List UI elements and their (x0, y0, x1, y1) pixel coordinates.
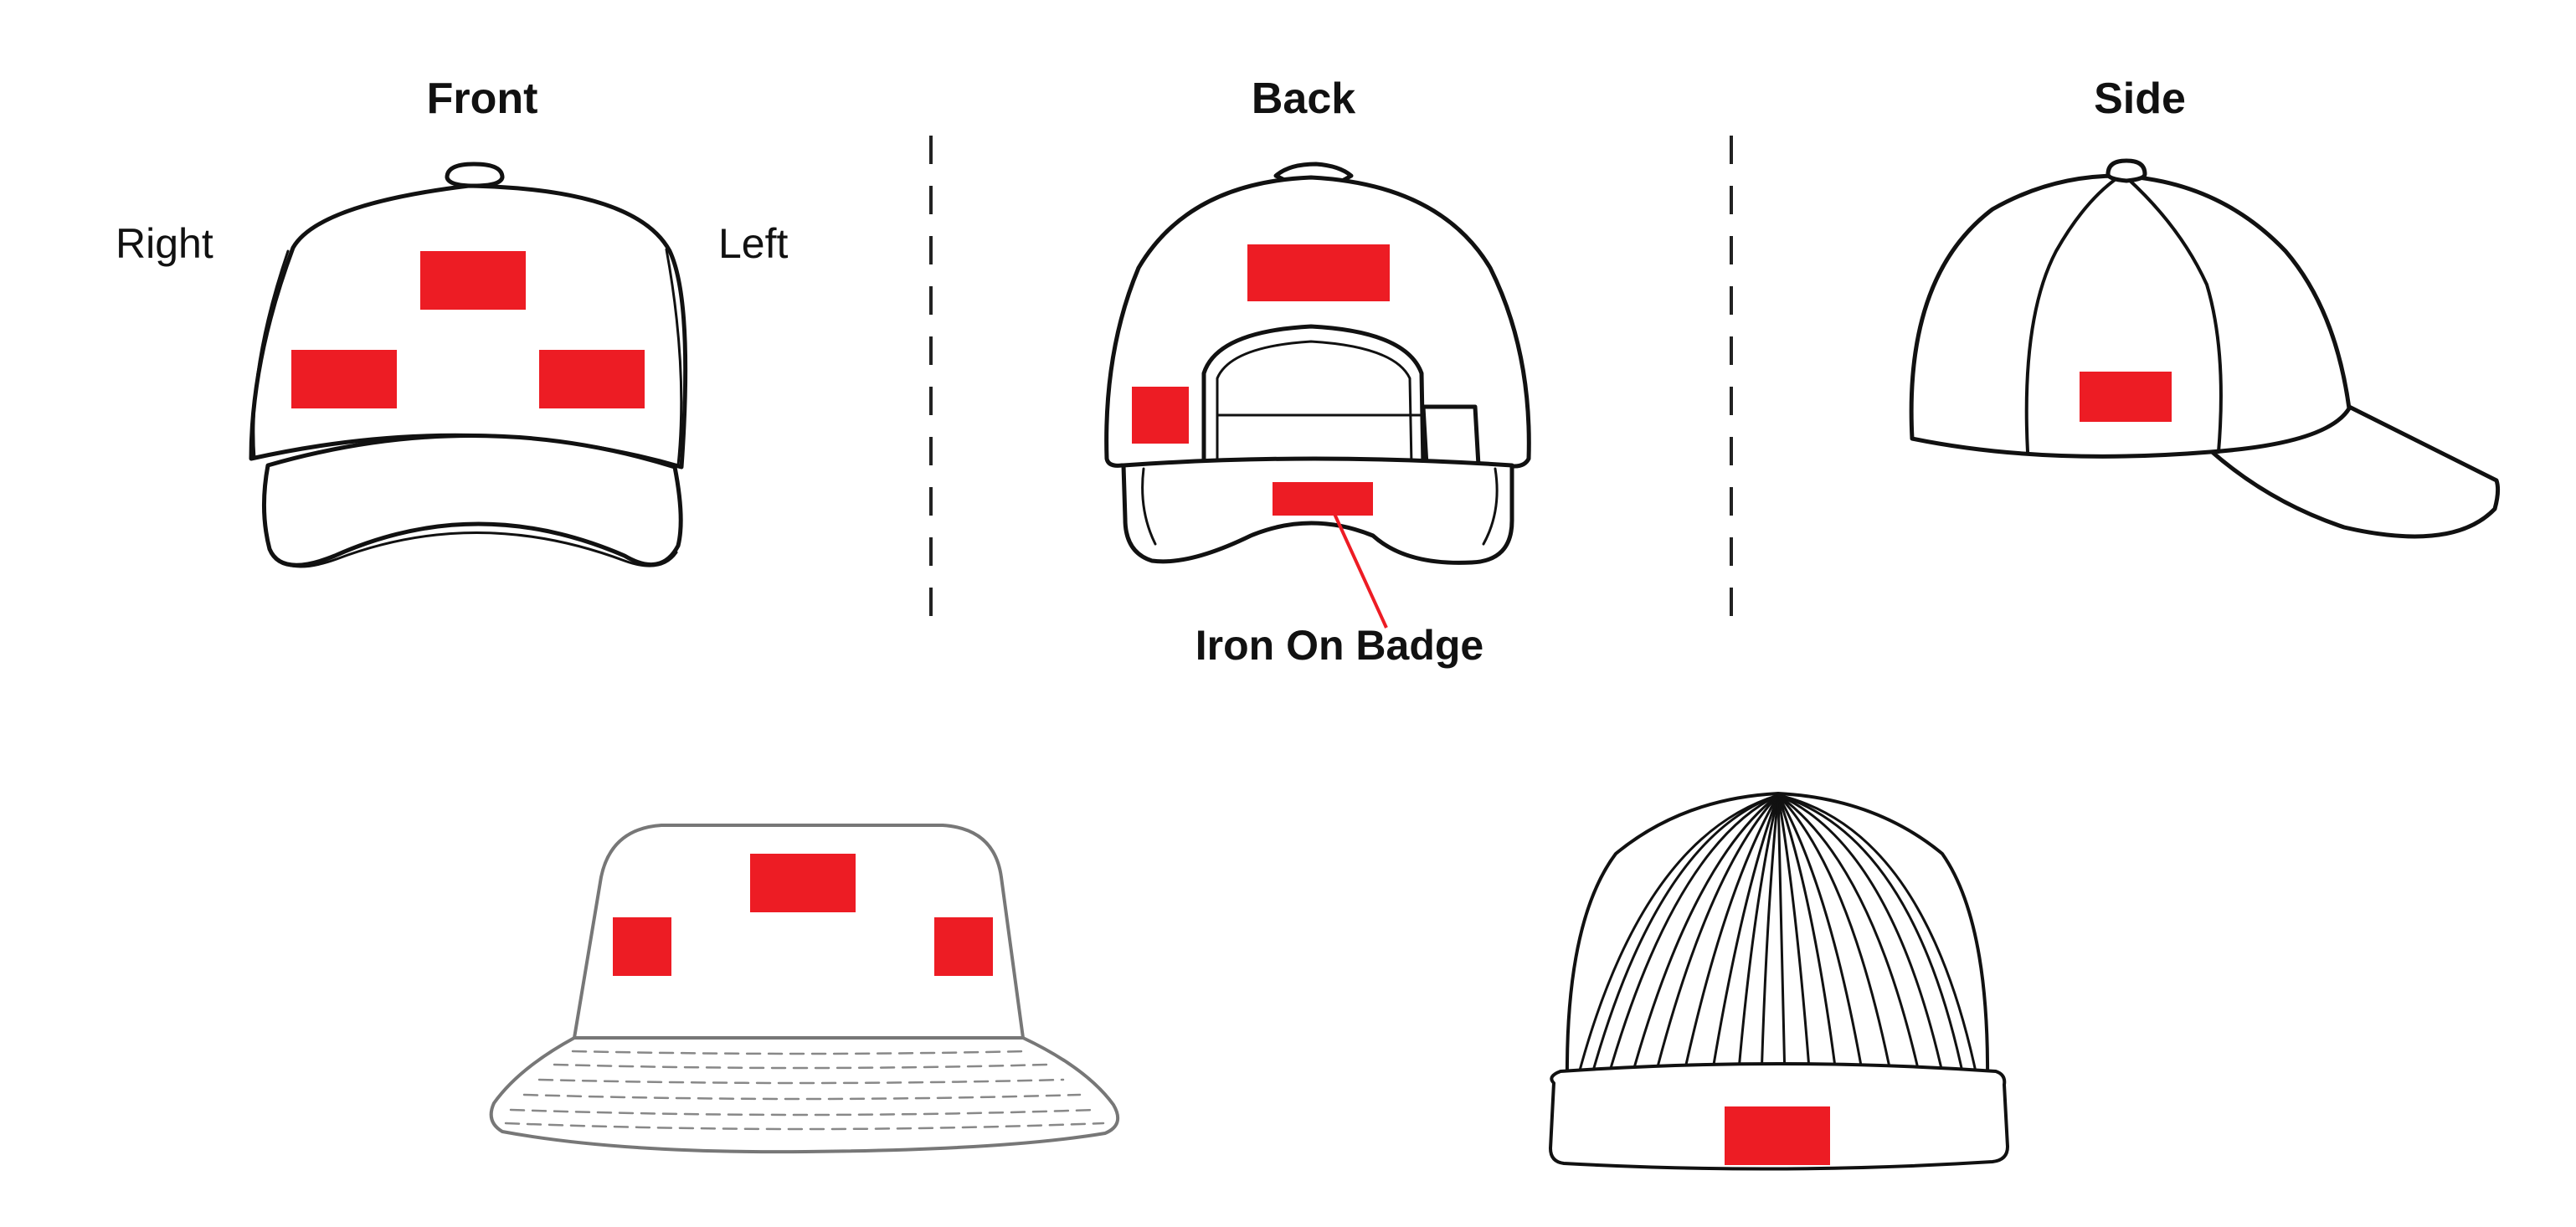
iron-on-badge-label: Iron On Badge (1195, 622, 1484, 669)
placement-beanie-cuff (1725, 1106, 1830, 1165)
front-cap-visor (261, 434, 683, 567)
side-cap-button (2106, 158, 2147, 183)
placement-bucket-right (613, 917, 671, 976)
front-cap-crown (249, 183, 688, 470)
back-view-title: Back (1251, 74, 1356, 123)
placement-front-left (539, 350, 645, 408)
back-cap-strap-tab (1421, 404, 1481, 468)
beanie-crown (1565, 792, 1990, 1083)
side-cap (1909, 158, 2501, 539)
side-cap-crown (1909, 173, 2352, 459)
placement-front-center (420, 251, 526, 310)
iron-on-badge-callout-line (1333, 513, 1388, 629)
bucket-hat (489, 824, 1120, 1154)
side-view-title: Side (2094, 74, 2186, 123)
view-dividers (929, 136, 1733, 628)
back-cap-strap-opening (1201, 324, 1426, 468)
placement-back-iron-on-badge (1273, 482, 1373, 516)
front-cap-button (445, 162, 505, 188)
placement-bucket-left (934, 917, 993, 976)
bucket-hat-crown (573, 824, 1025, 1040)
placement-back-top (1247, 244, 1390, 301)
bucket-hat-brim-stitching (504, 1050, 1105, 1131)
bucket-hat-brim (489, 1036, 1120, 1154)
beanie-ribs (1576, 793, 1979, 1081)
placement-back-side (1132, 387, 1189, 444)
left-side-label: Left (718, 220, 789, 267)
placement-side-panel (2080, 372, 2172, 422)
placement-areas (291, 244, 2172, 1165)
front-view-title: Front (426, 74, 538, 123)
placement-bucket-center (750, 854, 856, 912)
right-side-label: Right (116, 220, 213, 267)
placement-front-right (291, 350, 397, 408)
